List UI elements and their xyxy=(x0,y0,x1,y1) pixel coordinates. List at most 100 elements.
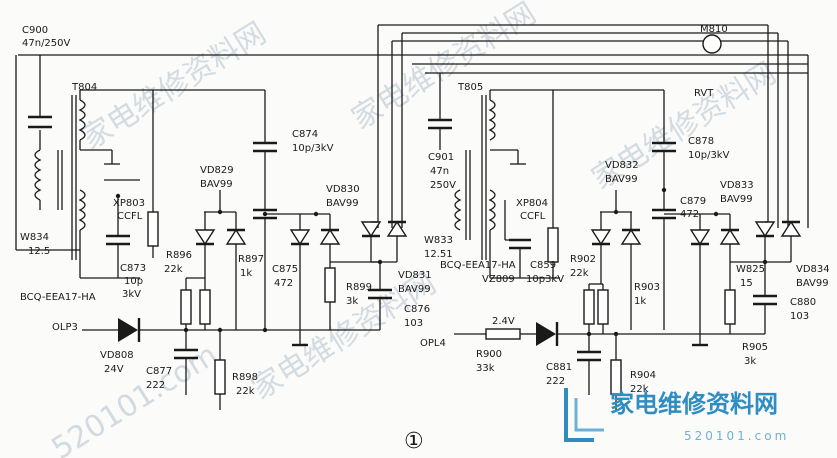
r902-label: R902 xyxy=(570,254,596,265)
c874-value: 10p/3kV xyxy=(292,143,334,154)
xp804-label: XP804 xyxy=(516,198,548,209)
vz809-label: VZ809 xyxy=(482,274,515,285)
diode-vd829: VD829 BAV99 xyxy=(194,165,247,330)
opl4-chain: BCQ-EEA17-HA C859 10p3kV VZ809 2.4V OPL4… xyxy=(420,260,664,410)
vd833-label: VD833 xyxy=(720,180,754,191)
diode-vd833: VD833 BAV99 xyxy=(664,180,754,347)
opl4-label: OPL4 xyxy=(420,338,446,349)
c873-val1: 10p xyxy=(124,276,143,287)
c878-label: C878 xyxy=(688,136,714,147)
resistors-r902-r903: R902 22k R903 1k xyxy=(570,254,660,334)
bcq-left-label: BCQ-EEA17-HA xyxy=(20,292,96,303)
r905-c880: W825 15 C880 103 R905 3k xyxy=(664,262,816,367)
c877-value: 222 xyxy=(146,380,165,391)
c879-label: C879 xyxy=(680,196,706,207)
c881-value: 222 xyxy=(546,376,565,387)
w825-value: 15 xyxy=(740,278,753,289)
diode-vd831: VD831 BAV99 xyxy=(360,220,432,295)
vd829-label: VD829 xyxy=(200,165,234,176)
vd831-value: BAV99 xyxy=(398,284,431,295)
c873-val2: 3kV xyxy=(122,289,141,300)
t805-label: T805 xyxy=(457,82,483,93)
vd830-label: VD830 xyxy=(326,184,360,195)
c875-value: 472 xyxy=(274,278,293,289)
capacitor-c875: C875 472 xyxy=(253,208,298,330)
transformer-t805: T805 W833 12.51 xyxy=(424,82,664,278)
r905-label: R905 xyxy=(742,342,768,353)
watermark-logo-text: 家电维修资料网 xyxy=(610,390,778,418)
w834-value: 12.5 xyxy=(28,246,50,257)
t804-label: T804 xyxy=(71,82,97,93)
diode-vd834: VD834 BAV99 xyxy=(730,220,830,289)
w833-label: W833 xyxy=(424,235,453,246)
r900-value: 33k xyxy=(476,363,495,374)
c900-label: C900 xyxy=(22,25,48,36)
resistors-r896-r897: R896 22k R897 1k xyxy=(164,250,264,330)
vd832-value: BAV99 xyxy=(605,174,638,185)
r899-value: 3k xyxy=(346,296,358,307)
olp3-chain: BCQ-EEA17-HA OLP3 VD808 24V C877 222 R89… xyxy=(20,292,330,410)
m810-label: M810 xyxy=(700,24,728,35)
capacitor-c874: C874 10p/3kV xyxy=(253,90,334,210)
r898-label: R898 xyxy=(232,372,258,383)
rvt-label: RVT xyxy=(694,88,714,99)
xp803-label: XP803 xyxy=(113,198,145,209)
c876-value: 103 xyxy=(404,318,423,329)
connector-xp803: XP803 CCFL xyxy=(113,90,159,258)
r897-label: R897 xyxy=(238,254,264,265)
w825-label: W825 xyxy=(736,264,765,275)
capacitor-c873: C873 10p 3kV xyxy=(106,193,146,300)
c880-value: 103 xyxy=(790,311,809,322)
c901-val2: 250V xyxy=(430,180,456,191)
c873-label: C873 xyxy=(120,263,146,274)
bcq-right-label: BCQ-EEA17-HA xyxy=(440,260,516,271)
vd834-label: VD834 xyxy=(796,264,830,275)
r897-value: 1k xyxy=(240,268,252,279)
connector-xp804: XP804 CCFL xyxy=(490,90,560,279)
c877-label: C877 xyxy=(146,366,172,377)
r896-label: R896 xyxy=(166,250,192,261)
r903-value: 1k xyxy=(634,296,646,307)
diode-vd832: VD832 BAV99 xyxy=(590,160,642,330)
vd830-value: BAV99 xyxy=(326,198,359,209)
r903-label: R903 xyxy=(634,282,660,293)
watermark-text: 520101.com xyxy=(46,337,224,458)
motor-m810: M810 RVT xyxy=(694,24,728,99)
r896-value: 22k xyxy=(164,264,183,275)
w834-label: W834 xyxy=(20,232,49,243)
top-bus xyxy=(15,24,808,251)
c859-value: 10p3kV xyxy=(526,274,564,285)
vd808-value: 24V xyxy=(104,364,124,375)
xp804-sub: CCFL xyxy=(520,211,546,222)
figure-number: ① xyxy=(404,429,424,454)
c900-value: 47n/250V xyxy=(22,38,71,49)
vd831-label: VD831 xyxy=(398,270,432,281)
c881-label: C881 xyxy=(546,362,572,373)
r898-value: 22k xyxy=(236,386,255,397)
r899-c876: R899 3k C876 103 xyxy=(324,261,430,331)
vd829-value: BAV99 xyxy=(200,179,233,190)
r905-value: 3k xyxy=(744,356,756,367)
c901-label: C901 xyxy=(428,152,454,163)
r904-label: R904 xyxy=(630,370,656,381)
right-bus-drops xyxy=(377,25,809,228)
r899-label: R899 xyxy=(346,282,372,293)
c859-label: C859 xyxy=(530,260,556,271)
r902-value: 22k xyxy=(570,268,589,279)
r900-label: R900 xyxy=(476,349,502,360)
olp3-label: OLP3 xyxy=(52,322,78,333)
w833-value: 12.51 xyxy=(424,249,453,260)
vd834-value: BAV99 xyxy=(796,278,829,289)
vd832-label: VD832 xyxy=(605,160,639,171)
watermark-url-text: 520101.com xyxy=(684,429,789,443)
c901-val1: 47n xyxy=(430,166,449,177)
c878-value: 10p/3kV xyxy=(688,150,730,161)
xp803-sub: CCFL xyxy=(117,211,143,222)
watermark-logo: 家电维修资料网 520101.com xyxy=(564,388,789,443)
watermark-text: 家电维修资料网 xyxy=(76,16,273,157)
c880-label: C880 xyxy=(790,297,816,308)
c876-label: C876 xyxy=(404,304,430,315)
vz809-value: 2.4V xyxy=(492,316,515,327)
vd808-label: VD808 xyxy=(100,350,134,361)
